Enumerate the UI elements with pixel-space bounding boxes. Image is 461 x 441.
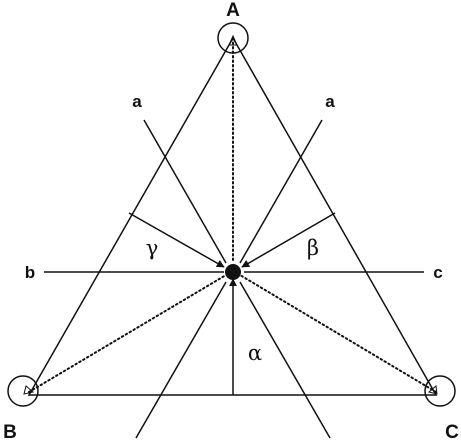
angle-label-beta: β xyxy=(307,236,319,260)
vertex-label-b: B xyxy=(3,422,17,441)
vertex-circle-c xyxy=(424,375,456,407)
diagonal-line-right-lower xyxy=(135,281,227,439)
diagonal-line-left-upper xyxy=(143,119,227,264)
dotted-line-c xyxy=(239,274,437,393)
line-label-a-right: a xyxy=(325,92,335,111)
dotted-line-b xyxy=(28,274,227,393)
diagonal-line-right-upper xyxy=(239,119,323,264)
line-label-a-left: a xyxy=(132,92,142,111)
perpendicular-arrow-left xyxy=(128,212,225,268)
angle-label-alpha: α xyxy=(248,341,262,365)
vertex-label-a: A xyxy=(226,0,240,21)
line-label-b: b xyxy=(25,263,35,282)
perpendicular-arrow-right xyxy=(241,212,336,268)
diagonal-line-left-lower xyxy=(239,281,331,439)
angle-label-gamma: γ xyxy=(146,236,159,260)
vertex-circle-b xyxy=(7,375,39,407)
line-label-c: c xyxy=(433,263,442,282)
vertex-label-c: C xyxy=(445,422,459,441)
central-point xyxy=(225,264,241,280)
vertex-marker-b xyxy=(23,385,35,395)
